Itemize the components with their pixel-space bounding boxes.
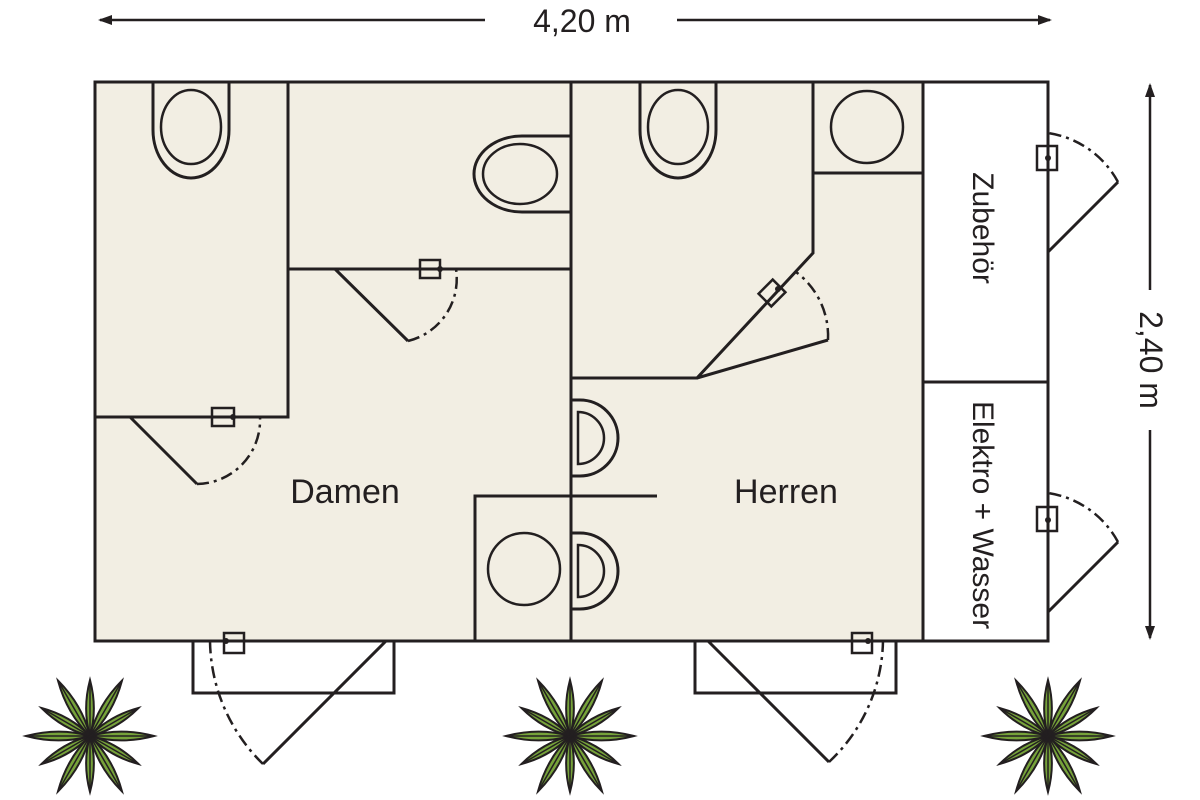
plant-leaf-vein — [1016, 682, 1049, 737]
room-label-damen: Damen — [290, 473, 400, 511]
plant-leaf-vein — [1047, 708, 1095, 737]
door-herren-cabin — [696, 270, 830, 380]
plant-leaf-vein — [1047, 682, 1080, 737]
plant-leaf-vein — [569, 682, 602, 737]
room-label-zubehoer: Zubehör — [966, 172, 999, 284]
entrance-door-damen — [208, 631, 388, 766]
plant-leaf-vein — [523, 708, 571, 737]
plant-leaf-vein — [569, 735, 617, 764]
toilet-damen-1 — [151, 80, 231, 180]
entrance-door-herren — [706, 631, 885, 764]
plant-leaf-vein — [1047, 735, 1095, 764]
plant-leaf-vein — [569, 708, 617, 737]
entrance-step-herren — [693, 639, 898, 695]
plant-leaf-vein — [89, 682, 122, 737]
plant-leaf-vein — [523, 735, 571, 764]
plant-leaf-vein — [538, 682, 571, 737]
plant-icon — [22, 676, 158, 796]
plant-leaf-vein — [569, 735, 602, 790]
urinal-1 — [569, 398, 620, 478]
plant-icon — [502, 676, 638, 796]
plant-leaf-vein — [43, 735, 91, 764]
height-dimension: 2,40 m — [1133, 83, 1169, 640]
plant-leaf-vein — [1016, 735, 1049, 790]
width-dimension: 4,20 m — [98, 3, 1052, 39]
toilet-damen-2 — [472, 134, 573, 214]
plant-leaf-vein — [1047, 735, 1080, 790]
door-damen-cabin-1 — [128, 406, 262, 486]
plant-leaf-vein — [89, 708, 137, 737]
plant-leaf-vein — [89, 735, 137, 764]
room-label-herren: Herren — [734, 473, 838, 511]
entrance-step-damen — [191, 639, 396, 695]
sink-basin — [486, 531, 562, 607]
width-label: 4,20 m — [533, 3, 631, 39]
door-damen-cabin-2 — [333, 258, 458, 343]
plant-icon — [980, 676, 1116, 796]
height-label: 2,40 m — [1133, 311, 1169, 409]
plant-leaf-vein — [1001, 735, 1049, 764]
urinal-2 — [569, 531, 620, 611]
door-elektro-wasser — [1035, 491, 1120, 614]
plant-leaf-vein — [1001, 708, 1049, 737]
urinal-basin — [829, 89, 905, 165]
plant-leaf-vein — [89, 735, 122, 790]
door-zubehoer — [1035, 131, 1120, 254]
plant-leaf-vein — [538, 735, 571, 790]
floor-area — [95, 82, 923, 641]
plant-leaf-vein — [58, 735, 91, 790]
room-label-elektro-wasser: Elektro + Wasser — [966, 401, 999, 629]
plant-leaf-vein — [58, 682, 91, 737]
plant-leaf-vein — [43, 708, 91, 737]
toilet-herren — [638, 80, 718, 180]
